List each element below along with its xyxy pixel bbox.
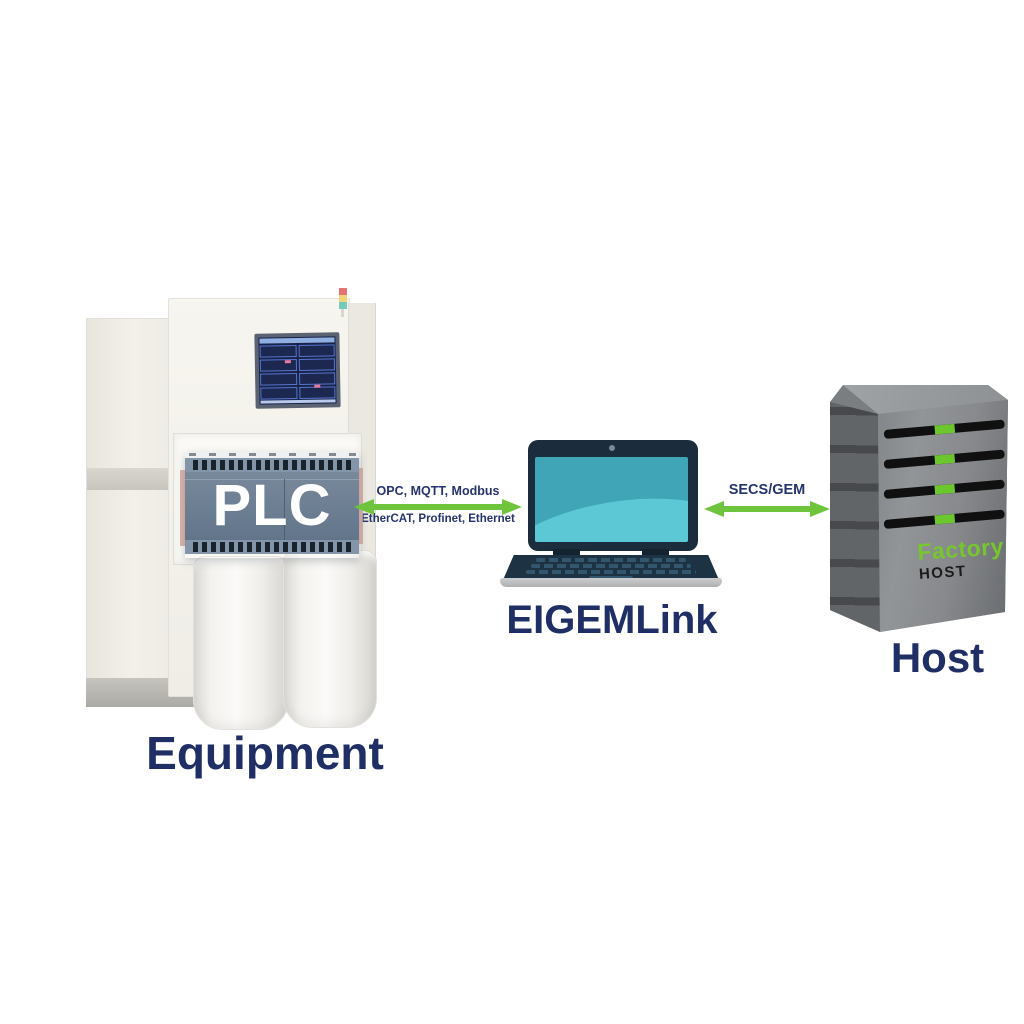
hmi-alarm-mark <box>284 359 292 363</box>
hmi-alarm-mark <box>314 384 321 388</box>
bay-connector-left <box>180 470 189 546</box>
equipment-label: Equipment <box>146 727 384 779</box>
stack-light-stem <box>341 309 344 317</box>
hmi-screen-content <box>258 336 337 405</box>
stack-light-yellow <box>339 295 347 302</box>
server-side-face <box>830 402 880 632</box>
double-arrow-icon <box>704 501 830 517</box>
server-led <box>934 513 956 525</box>
plc-module: PLC <box>185 452 359 558</box>
server-led <box>934 423 956 435</box>
double-arrow-icon <box>354 499 522 515</box>
keyboard-row <box>536 558 686 562</box>
laptop-hinge <box>642 549 669 556</box>
load-port-pod <box>283 550 377 728</box>
hmi-panel-grid <box>259 344 336 400</box>
laptop-keyboard <box>503 555 719 580</box>
laptop-screen <box>535 457 688 542</box>
stack-light-icon <box>339 288 347 318</box>
protocol-label-bottom: EtherCAT, Profinet, Ethernet <box>361 513 515 525</box>
machine-side-band <box>87 468 169 490</box>
host-label: Host <box>890 634 985 681</box>
server-led <box>934 483 956 495</box>
server-brand: Factory HOST <box>916 533 1006 583</box>
keyboard-row <box>526 570 696 574</box>
keyboard-row <box>531 564 691 568</box>
plc-body: PLC <box>185 472 359 540</box>
plc-terminal-row-bottom <box>185 540 359 554</box>
server-icon: Factory HOST <box>822 380 1014 634</box>
stack-light-red <box>339 288 347 295</box>
server-brand-factory: Factory <box>916 533 1005 566</box>
gateway-label: EIGEMLink <box>506 598 718 642</box>
laptop-camera-icon <box>609 445 615 451</box>
laptop-icon <box>500 436 722 596</box>
plc-label: PLC <box>212 473 332 538</box>
hmi-titlebar <box>259 337 335 344</box>
hmi-statusbar <box>260 399 336 404</box>
plc-label-strip <box>185 452 359 458</box>
machine-side-panel <box>86 318 170 687</box>
equipment-machine: PLC <box>85 288 395 733</box>
load-port-pod <box>193 556 289 730</box>
laptop-bottom-edge <box>500 578 722 587</box>
secs-gem-label: SECS/GEM <box>728 482 806 498</box>
laptop-hinge <box>553 549 580 556</box>
server-led <box>934 453 956 465</box>
stack-light-green <box>339 302 347 309</box>
protocol-label-top: OPC, MQTT, Modbus <box>376 484 500 498</box>
hmi-screen <box>254 332 341 409</box>
plc-terminal-row-top <box>185 458 359 472</box>
